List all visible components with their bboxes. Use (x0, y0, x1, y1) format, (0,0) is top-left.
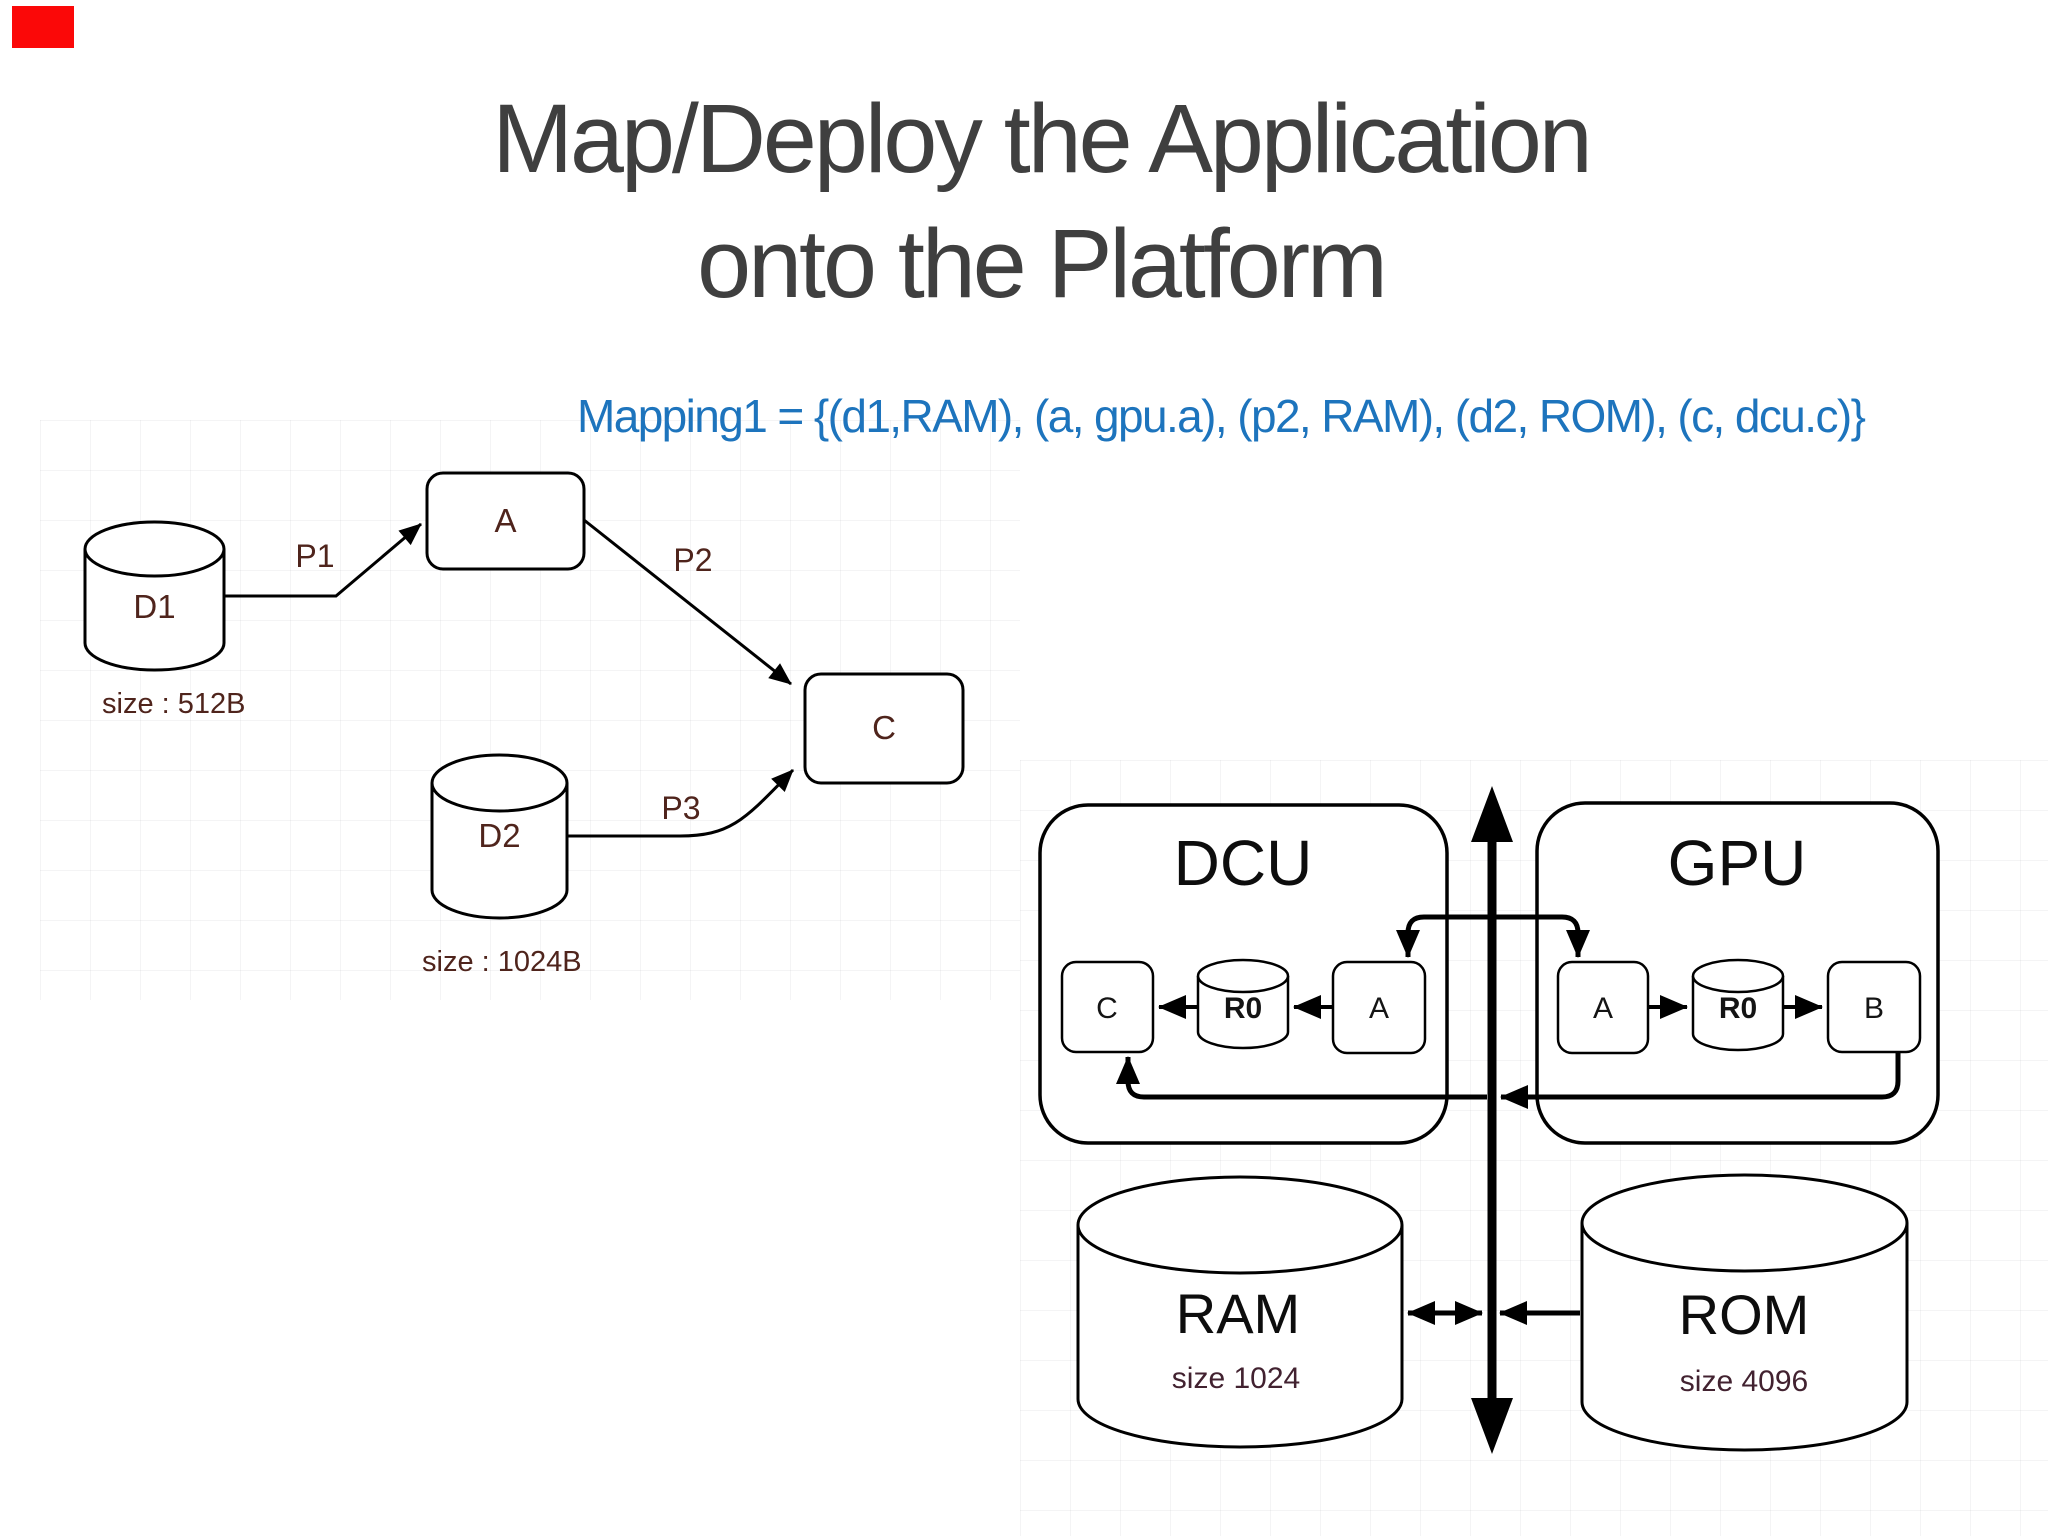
platform-canvas: DCU GPU C R0 A (1020, 760, 2048, 1536)
ram-size-label: size 1024 (1172, 1362, 1300, 1395)
recording-indicator (12, 6, 74, 48)
edge-p1-label: P1 (295, 538, 334, 574)
ram-label: RAM (1176, 1282, 1300, 1345)
d2-datastore-cylinder: D2 (430, 753, 569, 920)
rom-memory-cylinder: ROM size 4096 (1580, 1173, 1909, 1452)
dcu-a-node: A (1331, 960, 1427, 1055)
d1-datastore-cylinder: D1 (83, 520, 226, 672)
gpu-r0-cylinder: R0 (1691, 958, 1785, 1052)
bus-up-arrowhead (1471, 786, 1513, 842)
edge-p2-arrow (583, 518, 792, 686)
dcu-c-label: C (1096, 992, 1118, 1025)
task-a-node: A (425, 471, 586, 571)
gpu-b-node: B (1826, 960, 1922, 1054)
dcu-r0-label: R0 (1224, 992, 1262, 1025)
edge-p3-label: P3 (661, 790, 700, 826)
gpu-a-node: A (1556, 960, 1650, 1055)
gpu-b-label: B (1864, 992, 1884, 1025)
bus-to-dcu-a-arrow (1396, 914, 1492, 958)
rom-label: ROM (1679, 1283, 1810, 1346)
dcu-title: DCU (1174, 827, 1313, 899)
d2-label: D2 (478, 817, 520, 854)
task-c-node: C (803, 672, 965, 785)
title-line-1: Map/Deploy the Application (492, 84, 1593, 193)
dcu-c-node: C (1060, 960, 1155, 1054)
gpu-r0-label: R0 (1719, 992, 1757, 1025)
system-bus-arrow (1471, 786, 1513, 1454)
application-graph-canvas: D1 size : 512B P1 A P2 C D2 size : 1024B… (40, 420, 1020, 1000)
d1-label: D1 (133, 588, 175, 625)
rom-size-label: size 4096 (1680, 1365, 1808, 1398)
gpu-b-to-bus-arrow (1500, 1052, 1901, 1109)
d2-size-label: size : 1024B (422, 946, 582, 978)
gpu-a-label: A (1593, 992, 1613, 1025)
bus-to-dcu-c-arrow (1116, 1056, 1487, 1100)
edge-p1-arrow (224, 522, 422, 598)
d1-size-label: size : 512B (102, 688, 245, 720)
bus-down-arrowhead (1471, 1398, 1513, 1454)
task-a-label: A (494, 502, 516, 539)
bus-to-gpu-a-arrow (1492, 914, 1590, 958)
gpu-title: GPU (1668, 827, 1807, 899)
slide-title: Map/Deploy the Application onto the Plat… (0, 76, 2048, 326)
mapping-annotation: Mapping1 = {(d1,RAM), (a, gpu.a), (p2, R… (577, 390, 1866, 442)
edge-p2-label: P2 (673, 542, 712, 578)
ram-memory-cylinder: RAM size 1024 (1076, 1175, 1404, 1449)
dcu-a-label: A (1369, 992, 1389, 1025)
task-c-label: C (872, 709, 896, 746)
dcu-r0-cylinder: R0 (1196, 958, 1290, 1050)
edge-p3-arrow (567, 768, 795, 838)
title-line-2: onto the Platform (697, 209, 1388, 319)
